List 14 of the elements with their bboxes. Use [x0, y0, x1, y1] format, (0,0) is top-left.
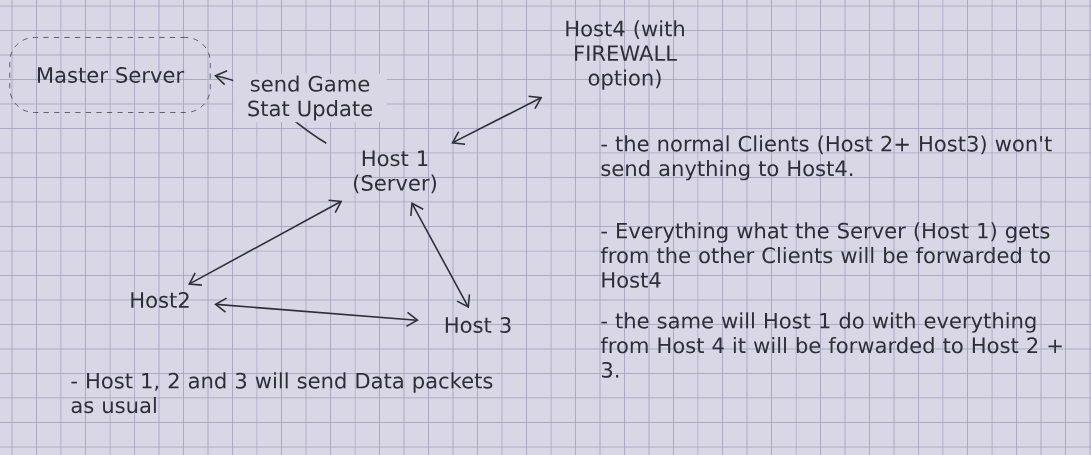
note-text: - the normal Clients (Host 2+ Host3) won't send anything to Host4.: [601, 135, 1052, 181]
host-label: Host2: [131, 292, 189, 308]
edge-label: send Game Stat Update: [233, 73, 387, 123]
arrow: [188, 199, 343, 286]
arrow: [451, 95, 543, 146]
arrow: [214, 297, 419, 328]
host-label: Host4 (with FIREWALL option): [566, 20, 684, 90]
note-text: - the same will Host 1 do with everything from Host 4 it will be forwarded to Host 2 + 3.: [600, 312, 1062, 378]
host-label: Host 3: [445, 317, 511, 333]
arrow: [410, 202, 471, 309]
host-label: Host 1 (Server): [354, 150, 436, 194]
note-text: - Host 1, 2 and 3 will send Data packets as usual: [71, 372, 493, 414]
note-text: - Everything what the Server (Host 1) gets from the other Clients will be forwarded to Host4: [600, 222, 1050, 288]
dashed-server-box: Master Server: [9, 37, 211, 113]
